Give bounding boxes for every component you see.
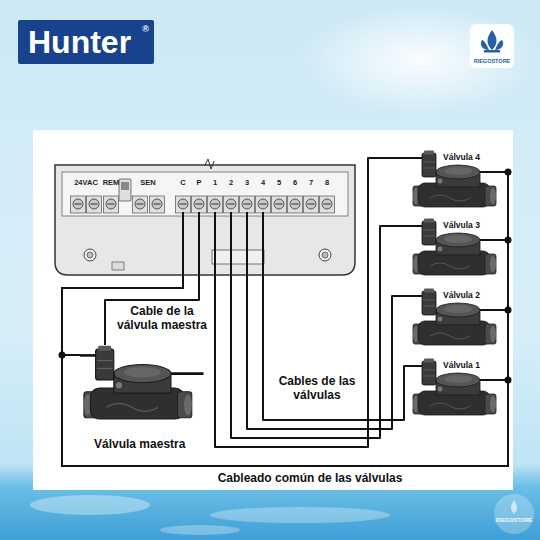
store-logo-text: RIEGOSTORE [474,58,511,65]
terminal-label: SEN [140,178,155,187]
terminal-label: 4 [261,178,265,187]
terminal-label: 2 [229,178,233,187]
trademark-mark: ® [142,24,149,35]
valve-wire [263,275,410,420]
valve-label: Válvula maestra [94,437,185,451]
wire-label: Cable de la válvula maestra [110,304,214,333]
terminal-label: 8 [325,178,329,187]
valve-label: Válvula 3 [443,220,480,230]
valve-wire [215,158,410,447]
valve-wire [231,226,410,438]
watermark: RIEGOSTORE [496,517,533,524]
terminal-label: 6 [293,178,297,187]
terminal-label: REM [103,178,120,187]
wire-label: Cables de las válvulas [272,374,362,403]
brand-logo: Hunter [18,20,154,64]
wire-label: Cableado común de las válvulas [218,471,403,485]
terminal-label: 24VAC [74,178,98,187]
valve-wire [247,275,410,429]
zone-valve: Válvula 2 [410,288,505,350]
valve-label: Válvula 4 [443,152,480,162]
zone-valve: Válvula 1 [410,358,505,420]
terminal-label: 5 [277,178,281,187]
terminal-label: 7 [309,178,313,187]
irrigation-controller: 24VAC REM SEN C P 1 2 3 4 5 6 7 8 [55,165,355,275]
terminal-label: P [196,178,201,187]
terminal-label: 3 [245,178,249,187]
terminal-label: 1 [213,178,217,187]
zone-valve: Válvula 3 [410,218,505,280]
valve-label: Válvula 2 [443,290,480,300]
valve-label: Válvula 1 [443,360,480,370]
brand-name: Hunter [28,24,131,61]
terminal-label: C [180,178,185,187]
master-valve: Válvula maestra [80,345,210,457]
zone-valve: Válvula 4 [410,150,505,212]
